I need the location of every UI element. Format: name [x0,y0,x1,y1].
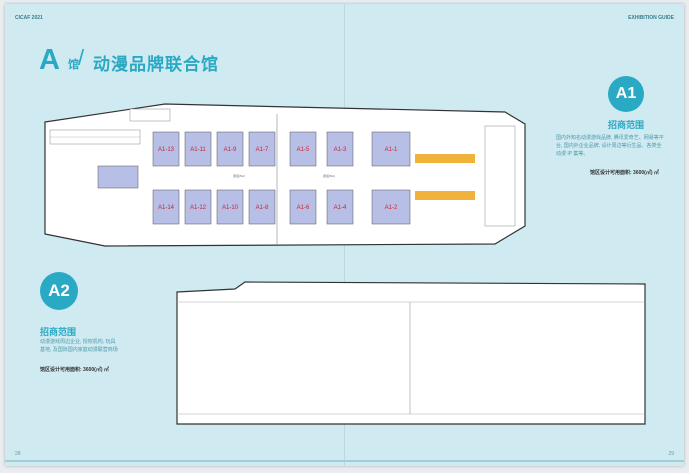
booth-a1-12-label: A1-12 [190,205,207,211]
header-right: EXHIBITION GUIDE [628,15,674,21]
booth-a1-9-label: A1-9 [224,147,237,153]
booth-a1-2-box [371,189,411,225]
booth-a1-14-box [152,189,180,225]
booth-a1-1-box [371,131,411,167]
zone-a2-description: 动漫游戏周边企业, 授权机构, 玩具基地, 及国际国内家庭动漫联营商场 [40,339,118,353]
booth-a1-13-label: A1-13 [158,147,175,153]
booth-a1-8-box [248,189,276,225]
booth-a1-13-box [152,131,180,167]
booth-a1-11-box [184,131,212,167]
brochure-spread: CICAF 2021 EXHIBITION GUIDE A 馆 / 动漫品牌联合… [5,4,684,466]
booth-a1-10-box [216,189,244,225]
title-divider-icon: / [78,45,85,70]
booth-a1-4-label: A1-4 [334,205,347,211]
zone-a2-area: 馆区设计可用面积: 3600(㎡) ㎡ [40,367,109,373]
footer-bar [5,460,684,462]
corridor-a1-left: 通道(5m) [233,173,245,178]
booth-a1-4-box [326,189,354,225]
zone-a1-heading: 招商范围 [608,120,645,130]
page-number-left: 28 [15,451,21,457]
hall-suffix: 馆 [68,59,79,71]
a1-highlight-bottom [415,191,475,200]
booth-a1-7-box [248,131,276,167]
booth-a1-11-label: A1-11 [190,147,206,153]
zone-a1-area: 馆区设计可用面积: 3600(㎡) ㎡ [590,170,659,176]
booth-a1-5-label: A1-5 [297,147,310,153]
zone-a1-description: 国内外知名动漫游戏品牌, 腾讯爱奇艺、网易等平台, 国内外企业品牌, 设计周边等… [556,135,664,157]
booth-a1-10-label: A1-10 [222,205,239,211]
a1-highlight-top [415,154,475,163]
booth-a1-3-box [326,131,354,167]
page-number-right: 29 [668,451,674,457]
booth-a1-14-label: A1-14 [158,205,175,211]
booth-a1-side-box [97,165,139,189]
corridor-a1-right: 通道(5m) [323,173,335,178]
zone-a1-badge: A1 [608,76,644,112]
zone-a2-heading: 招商范围 [40,327,77,337]
header-left: CICAF 2021 [15,15,43,21]
hall-name: 动漫品牌联合馆 [93,55,219,74]
booth-a1-6-box [289,189,317,225]
booth-a1-2-label: A1-2 [385,205,398,211]
booth-a1-5-box [289,131,317,167]
a1-floor-plan: 通道(5m) 通道(5m) A1-13A1-14A1-11A1-12A1-9A1… [44,103,646,425]
booth-a1-7-label: A1-7 [256,147,269,153]
booth-a1-9-box [216,131,244,167]
booth-a1-8-label: A1-8 [256,205,269,211]
booth-a1-1-label: A1-1 [385,147,398,153]
zone-a2-badge: A2 [40,272,78,310]
booth-a1-12-box [184,189,212,225]
hall-letter: A [39,44,60,76]
booth-a1-3-label: A1-3 [334,147,347,153]
booth-a1-6-label: A1-6 [297,205,310,211]
